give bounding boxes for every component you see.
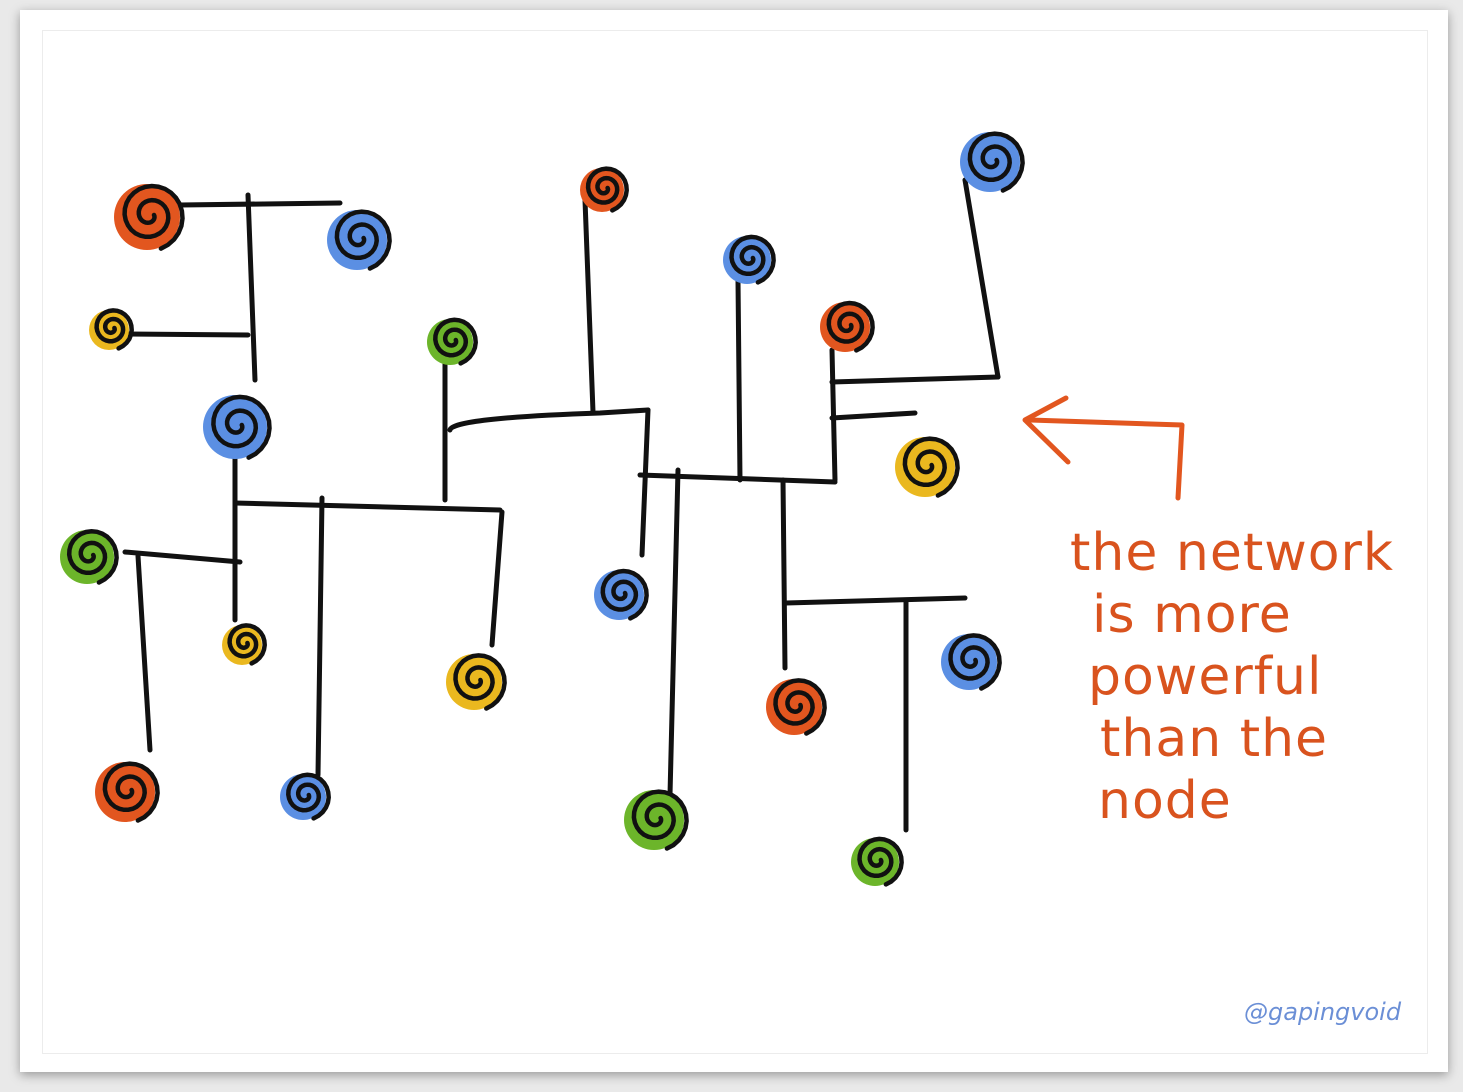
node-yellow [89,308,134,351]
node-blue [327,209,392,271]
caption-line: is more [1092,585,1292,645]
wire [122,549,243,565]
wire [829,347,838,483]
node-yellow [446,653,507,711]
wire [232,500,503,513]
node-green [427,317,478,366]
wire [245,192,258,383]
caption-line: node [1098,771,1232,831]
wire [582,197,596,415]
drawing-card [20,10,1448,1072]
wire [447,407,651,433]
node-spiral [227,623,267,666]
node-spiral [857,836,904,887]
node-blue [203,394,272,460]
wire [135,553,153,753]
node-blue [941,633,1002,691]
node-spiral [94,308,134,351]
node-blue [594,568,649,621]
node-spiral [334,209,392,271]
node-fill [114,184,180,250]
node-spiral [773,678,827,736]
caption-line: than the [1100,709,1329,769]
node-green [60,529,119,585]
node-spiral [66,529,119,585]
node-spiral [585,166,629,213]
wire [122,331,251,338]
node-blue [280,772,331,821]
node-spiral [102,761,160,823]
node-orange [95,761,160,823]
node-green [624,789,689,851]
node-spiral [600,568,649,621]
node-orange [580,166,629,213]
node-spiral [122,183,185,251]
node-spiral [433,317,478,366]
credit-handle: @gapingvoid [1244,998,1402,1026]
network-wires [122,177,1001,833]
wire [783,595,968,606]
node-spiral [967,131,1025,193]
caption-line: the network [1070,523,1395,583]
wire [639,407,651,558]
node-spiral [826,300,875,353]
network-nodes [60,131,1025,887]
wire [735,277,743,483]
node-spiral [286,772,331,821]
wire [829,374,1001,385]
node-yellow [222,623,267,666]
wire [780,477,788,671]
arrow [1022,395,1185,501]
node-orange [766,678,827,736]
node-blue [960,131,1025,193]
node-blue [723,234,776,285]
wire [489,509,505,648]
node-green [851,836,904,887]
node-orange [820,300,875,353]
wire [315,495,325,778]
caption-line: powerful [1088,647,1323,707]
node-spiral [211,394,272,460]
node-yellow [895,436,960,498]
node-spiral [453,653,507,711]
wire [177,200,343,208]
node-spiral [948,633,1002,691]
caption: the network is more powerful than the no… [1070,522,1400,832]
node-spiral [729,234,776,285]
wire [962,177,1001,380]
wire [829,410,918,421]
wire [667,467,681,798]
node-spiral [902,436,960,498]
node-spiral [631,789,689,851]
node-orange [114,183,185,251]
card-border [42,30,1428,1054]
